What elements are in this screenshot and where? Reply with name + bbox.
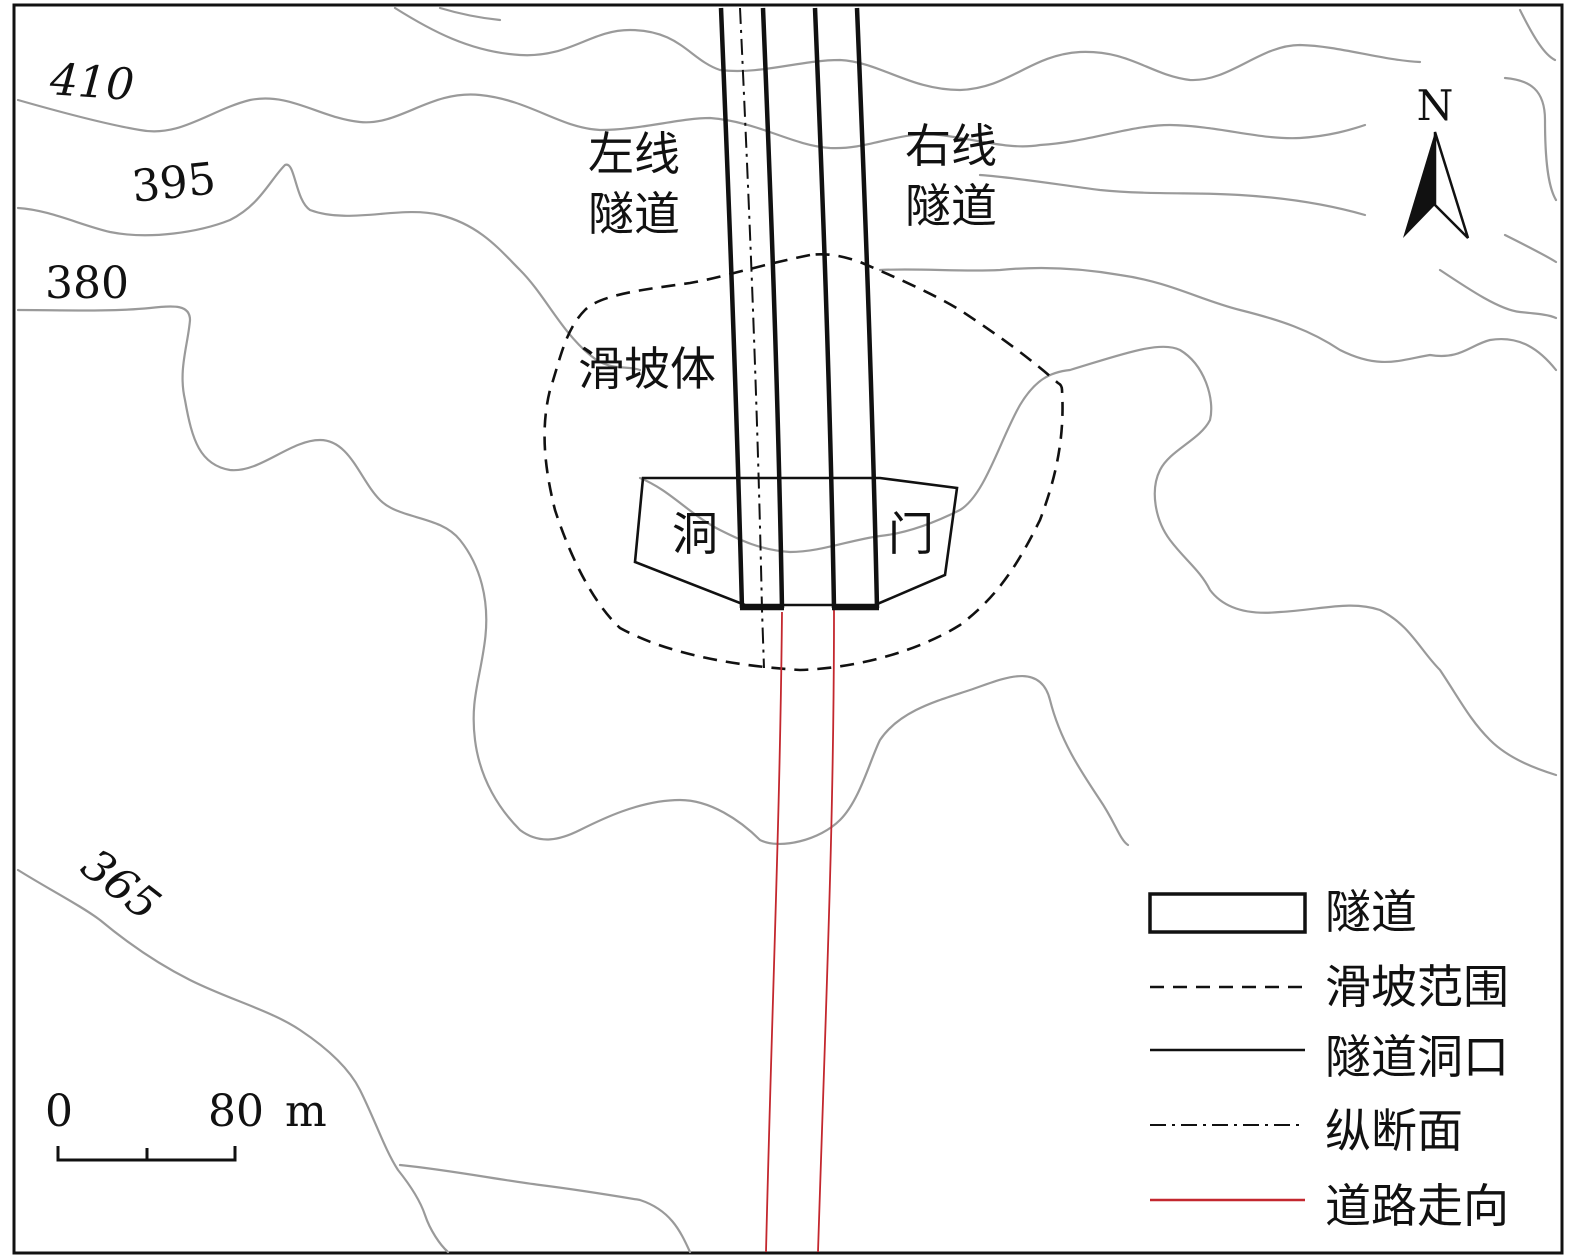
contour-line-395-east bbox=[978, 173, 1367, 217]
road-line-right bbox=[817, 611, 835, 1253]
contour-label-380: 380 bbox=[45, 258, 129, 309]
legend-label-tunnel: 隧道 bbox=[1325, 885, 1417, 939]
legend-label-landslide-extent: 滑坡范围 bbox=[1325, 960, 1509, 1014]
north-arrow-label: N bbox=[1417, 81, 1454, 130]
left-tunnel-west-wall bbox=[718, 7, 745, 609]
landslide-body-label: 滑坡体 bbox=[578, 342, 716, 396]
road-line-left bbox=[765, 611, 783, 1253]
portal-label-right: 门 bbox=[888, 507, 934, 561]
left-tunnel-label-line1: 左线 bbox=[588, 127, 680, 181]
map-frame bbox=[12, 3, 1564, 1255]
contour-line-middle-east bbox=[878, 266, 1558, 372]
contour-line-380 bbox=[16, 305, 1130, 847]
contour-line-top-1 bbox=[393, 6, 1422, 92]
legend-label-longitudinal-section: 纵断面 bbox=[1325, 1104, 1463, 1158]
contour-line-portal bbox=[638, 345, 1558, 777]
contour-line-ne-3 bbox=[1438, 268, 1558, 320]
left-tunnel-east-wall bbox=[760, 7, 785, 609]
scale-bar: 0 80 m bbox=[45, 1086, 327, 1162]
right-tunnel-east-wall bbox=[854, 7, 880, 609]
contour-label-410: 410 bbox=[47, 54, 135, 111]
right-tunnel-west-wall bbox=[812, 7, 837, 609]
contour-lines bbox=[16, 6, 1558, 1254]
landslide-extent-outline bbox=[543, 252, 1064, 672]
north-arrow-icon bbox=[1403, 132, 1435, 238]
contour-line-ne-4 bbox=[1503, 233, 1558, 264]
contour-line-south bbox=[398, 1163, 692, 1254]
scale-bar-zero: 0 bbox=[45, 1086, 73, 1137]
tunnel-portal-outline bbox=[633, 476, 959, 607]
north-arrow-right-half bbox=[1433, 131, 1470, 239]
portal-label-left: 洞 bbox=[672, 507, 718, 561]
contour-line-365 bbox=[16, 868, 450, 1254]
scale-bar-value: 80 bbox=[208, 1086, 264, 1137]
scale-bar-unit: m bbox=[285, 1086, 327, 1137]
contour-line-top-2 bbox=[438, 6, 502, 22]
tunnels bbox=[718, 7, 880, 611]
longitudinal-section-line bbox=[739, 7, 765, 669]
legend-label-road-direction: 道路走向 bbox=[1325, 1179, 1509, 1233]
contour-label-395: 395 bbox=[129, 153, 218, 212]
left-tunnel-label-line2: 隧道 bbox=[588, 187, 680, 241]
legend: 隧道 滑坡范围 隧道洞口 纵断面 道路走向 bbox=[1148, 885, 1509, 1233]
right-tunnel-label-line2: 隧道 bbox=[905, 179, 997, 233]
contour-line-410 bbox=[16, 93, 1367, 150]
scale-bar-line bbox=[56, 1146, 237, 1162]
contour-line-395 bbox=[16, 163, 642, 372]
contour-line-ne-2 bbox=[1503, 76, 1558, 202]
north-arrow: N bbox=[1403, 81, 1470, 239]
legend-label-tunnel-portal: 隧道洞口 bbox=[1325, 1030, 1509, 1084]
contour-line-ne-1 bbox=[1518, 8, 1557, 62]
legend-swatch-tunnel bbox=[1148, 892, 1307, 934]
right-tunnel-label-line1: 右线 bbox=[905, 119, 997, 173]
